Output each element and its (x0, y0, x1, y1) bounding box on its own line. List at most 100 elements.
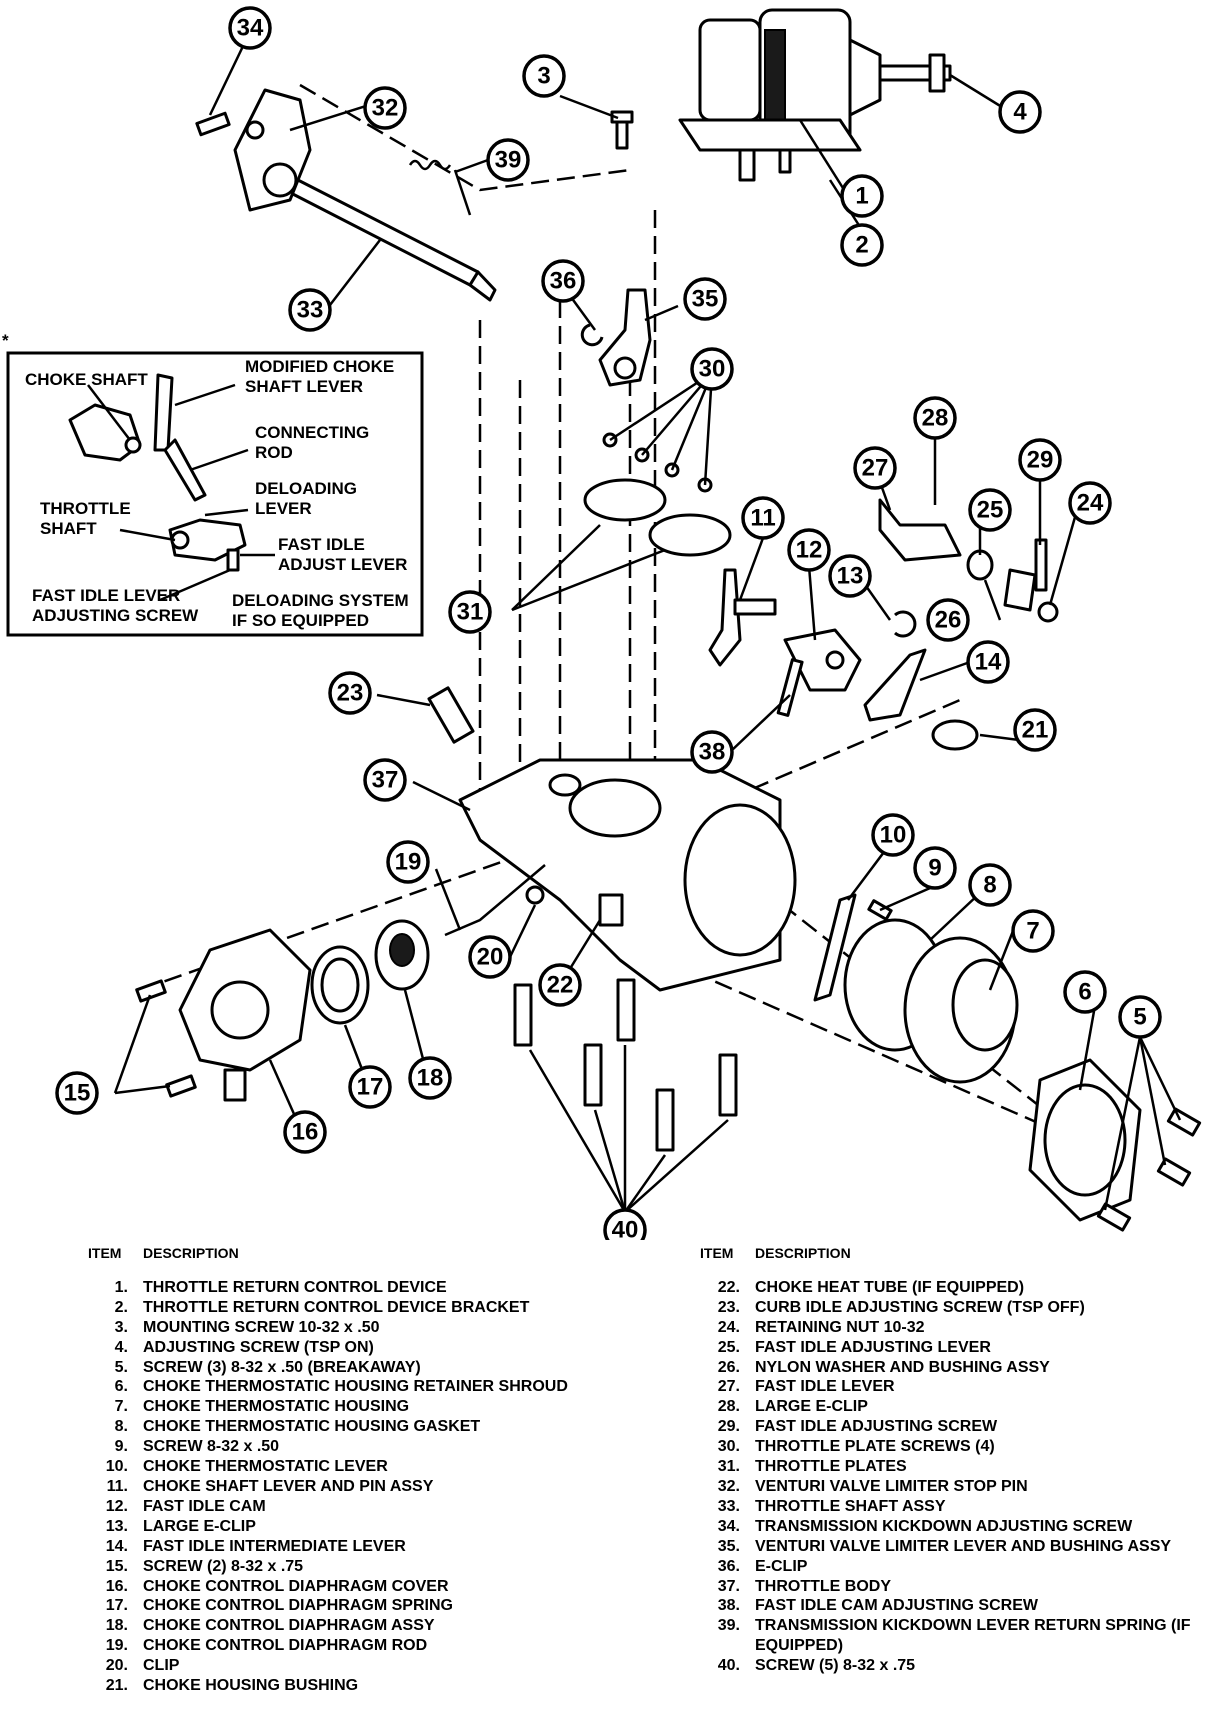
callout-16: 16 (283, 1110, 327, 1154)
choke-shaft-lever-and-pin (708, 568, 777, 667)
legend-item-description: CHOKE THERMOSTATIC LEVER (143, 1458, 388, 1476)
svg-text:38: 38 (699, 739, 726, 766)
legend-item-description: CHOKE HOUSING BUSHING (143, 1677, 359, 1695)
callout-7: 7 (1011, 909, 1055, 953)
throttle-shaft-assy (233, 88, 497, 302)
legend-row: 25.FAST IDLE ADJUSTING LEVER (700, 1338, 1210, 1358)
inset-label-fast-idle-screw-1: FAST IDLE LEVER (32, 586, 180, 605)
callout-35: 35 (683, 277, 727, 321)
legend-item-description: CHOKE CONTROL DIAPHRAGM ROD (143, 1637, 428, 1655)
callout-4: 4 (998, 90, 1042, 134)
svg-text:8: 8 (983, 872, 996, 899)
legend-item-description: CHOKE SHAFT LEVER AND PIN ASSY (143, 1477, 434, 1495)
legend-item-description: CHOKE CONTROL DIAPHRAGM SPRING (143, 1597, 453, 1615)
legend-item-number: 29. (717, 1418, 740, 1436)
callout-8: 8 (968, 863, 1012, 907)
leader-lines (113, 41, 1182, 1213)
nylon-washer-and-bushing (966, 549, 994, 581)
legend-item-description: TRANSMISSION KICKDOWN ADJUSTING SCREW (755, 1517, 1133, 1535)
legend-row: 29.FAST IDLE ADJUSTING SCREW (700, 1417, 1210, 1437)
choke-control-diaphragm-cover (178, 928, 312, 1102)
legend-item-number: 9. (114, 1438, 128, 1456)
diaphragm-screws (135, 979, 197, 1098)
legend-item-number: 20. (105, 1657, 128, 1675)
legend-item-number: 8. (114, 1418, 128, 1436)
inset-label-throttle-1: THROTTLE (40, 499, 131, 518)
legend-item-description: CHOKE HEAT TUBE (IF EQUIPPED) (755, 1278, 1025, 1296)
legend-item-number: 17. (105, 1597, 128, 1615)
callout-39: 39 (486, 138, 530, 182)
svg-text:35: 35 (692, 286, 719, 313)
callout-22: 22 (538, 963, 582, 1007)
legend-row: 14.FAST IDLE INTERMEDIATE LEVER (88, 1537, 648, 1557)
legend-item-description: CHOKE THERMOSTATIC HOUSING GASKET (143, 1418, 481, 1436)
legend-row: 26.NYLON WASHER AND BUSHING ASSY (700, 1358, 1210, 1378)
legend-row: 40.SCREW (5) 8-32 x .75 (700, 1656, 1210, 1676)
legend-item-number: 32. (717, 1477, 740, 1495)
legend-item-number: 22. (717, 1278, 740, 1296)
callout-29: 29 (1018, 438, 1062, 482)
svg-text:18: 18 (417, 1065, 444, 1092)
legend-item-number: 19. (105, 1637, 128, 1655)
legend-item-number: 16. (105, 1577, 128, 1595)
callout-11: 11 (741, 496, 785, 540)
legend-item-description: CHOKE THERMOSTATIC HOUSING RETAINER SHRO… (143, 1378, 568, 1396)
legend-row: 2.THROTTLE RETURN CONTROL DEVICE BRACKET (88, 1298, 648, 1318)
clip (525, 885, 545, 905)
legend-item-number: 5. (114, 1358, 128, 1376)
svg-text:7: 7 (1026, 918, 1039, 945)
callout-9: 9 (913, 846, 957, 890)
callout-20: 20 (468, 935, 512, 979)
legend-item-number: 36. (717, 1557, 740, 1575)
legend-item-description: FAST IDLE CAM (143, 1497, 266, 1515)
callout-26: 26 (926, 598, 970, 642)
legend-row: 1.THROTTLE RETURN CONTROL DEVICE (88, 1278, 648, 1298)
inset-label-throttle-2: SHAFT (40, 519, 97, 538)
inset-label-fast-idle-adj-1: FAST IDLE (278, 535, 365, 554)
callout-15: 15 (55, 1071, 99, 1115)
svg-text:13: 13 (837, 563, 864, 590)
legend-row: 35.VENTURI VALVE LIMITER LEVER AND BUSHI… (700, 1537, 1210, 1557)
legend-description-header: DESCRIPTION (143, 1245, 239, 1261)
legend-header: ITEM DESCRIPTION (88, 1244, 648, 1264)
legend-item-description: FAST IDLE INTERMEDIATE LEVER (143, 1537, 406, 1555)
callout-18: 18 (408, 1056, 452, 1100)
legend-row: 27.FAST IDLE LEVER (700, 1377, 1210, 1397)
svg-text:6: 6 (1078, 979, 1091, 1006)
svg-text:19: 19 (395, 849, 422, 876)
retaining-nut (1037, 601, 1059, 623)
legend-item-number: 28. (717, 1398, 740, 1416)
legend-row: 12.FAST IDLE CAM (88, 1497, 648, 1517)
legend-item-description: SCREW 8-32 x .50 (143, 1438, 280, 1456)
inset-label-deloading-sys-2: IF SO EQUIPPED (232, 611, 369, 630)
svg-text:33: 33 (297, 297, 324, 324)
legend-row: 17. CHOKE CONTROL DIAPHRAGM SPRING (88, 1596, 648, 1616)
legend-item-description: MOUNTING SCREW 10-32 x .50 (143, 1318, 380, 1336)
kickdown-adjusting-screw (195, 111, 231, 137)
legend-item-number: 39. (717, 1617, 740, 1635)
callout-28: 28 (913, 396, 957, 440)
callout-12: 12 (787, 528, 831, 572)
svg-text:28: 28 (922, 405, 949, 432)
fast-idle-intermediate-lever (863, 648, 927, 722)
legend-item-description: CHOKE CONTROL DIAPHRAGM ASSY (143, 1617, 435, 1635)
legend-item-number: 10. (105, 1458, 128, 1476)
legend-row: 38.FAST IDLE CAM ADJUSTING SCREW (700, 1596, 1210, 1616)
legend-item-description: CHOKE CONTROL DIAPHRAGM COVER (143, 1577, 449, 1595)
legend-item-description: THROTTLE BODY (755, 1577, 891, 1595)
choke-control-diaphragm-assy (374, 919, 430, 991)
venturi-valve-limiter-lever (580, 288, 652, 387)
legend-row: 11.CHOKE SHAFT LEVER AND PIN ASSY (88, 1477, 648, 1497)
legend-item-number: 13. (105, 1517, 128, 1535)
legend-item-number: 6. (114, 1378, 128, 1396)
legend-item-number: 31. (717, 1458, 740, 1476)
legend-row: 33.THROTTLE SHAFT ASSY (700, 1497, 1210, 1517)
callout-2: 2 (840, 223, 884, 267)
callout-27: 27 (853, 446, 897, 490)
legend-row: 13.LARGE E-CLIP (88, 1517, 648, 1537)
callout-31: 31 (448, 590, 492, 634)
legend-item-number: 24. (717, 1318, 740, 1336)
callout-6: 6 (1063, 970, 1107, 1014)
callout-10: 10 (871, 813, 915, 857)
inset-label-deloading-2: LEVER (255, 499, 312, 518)
